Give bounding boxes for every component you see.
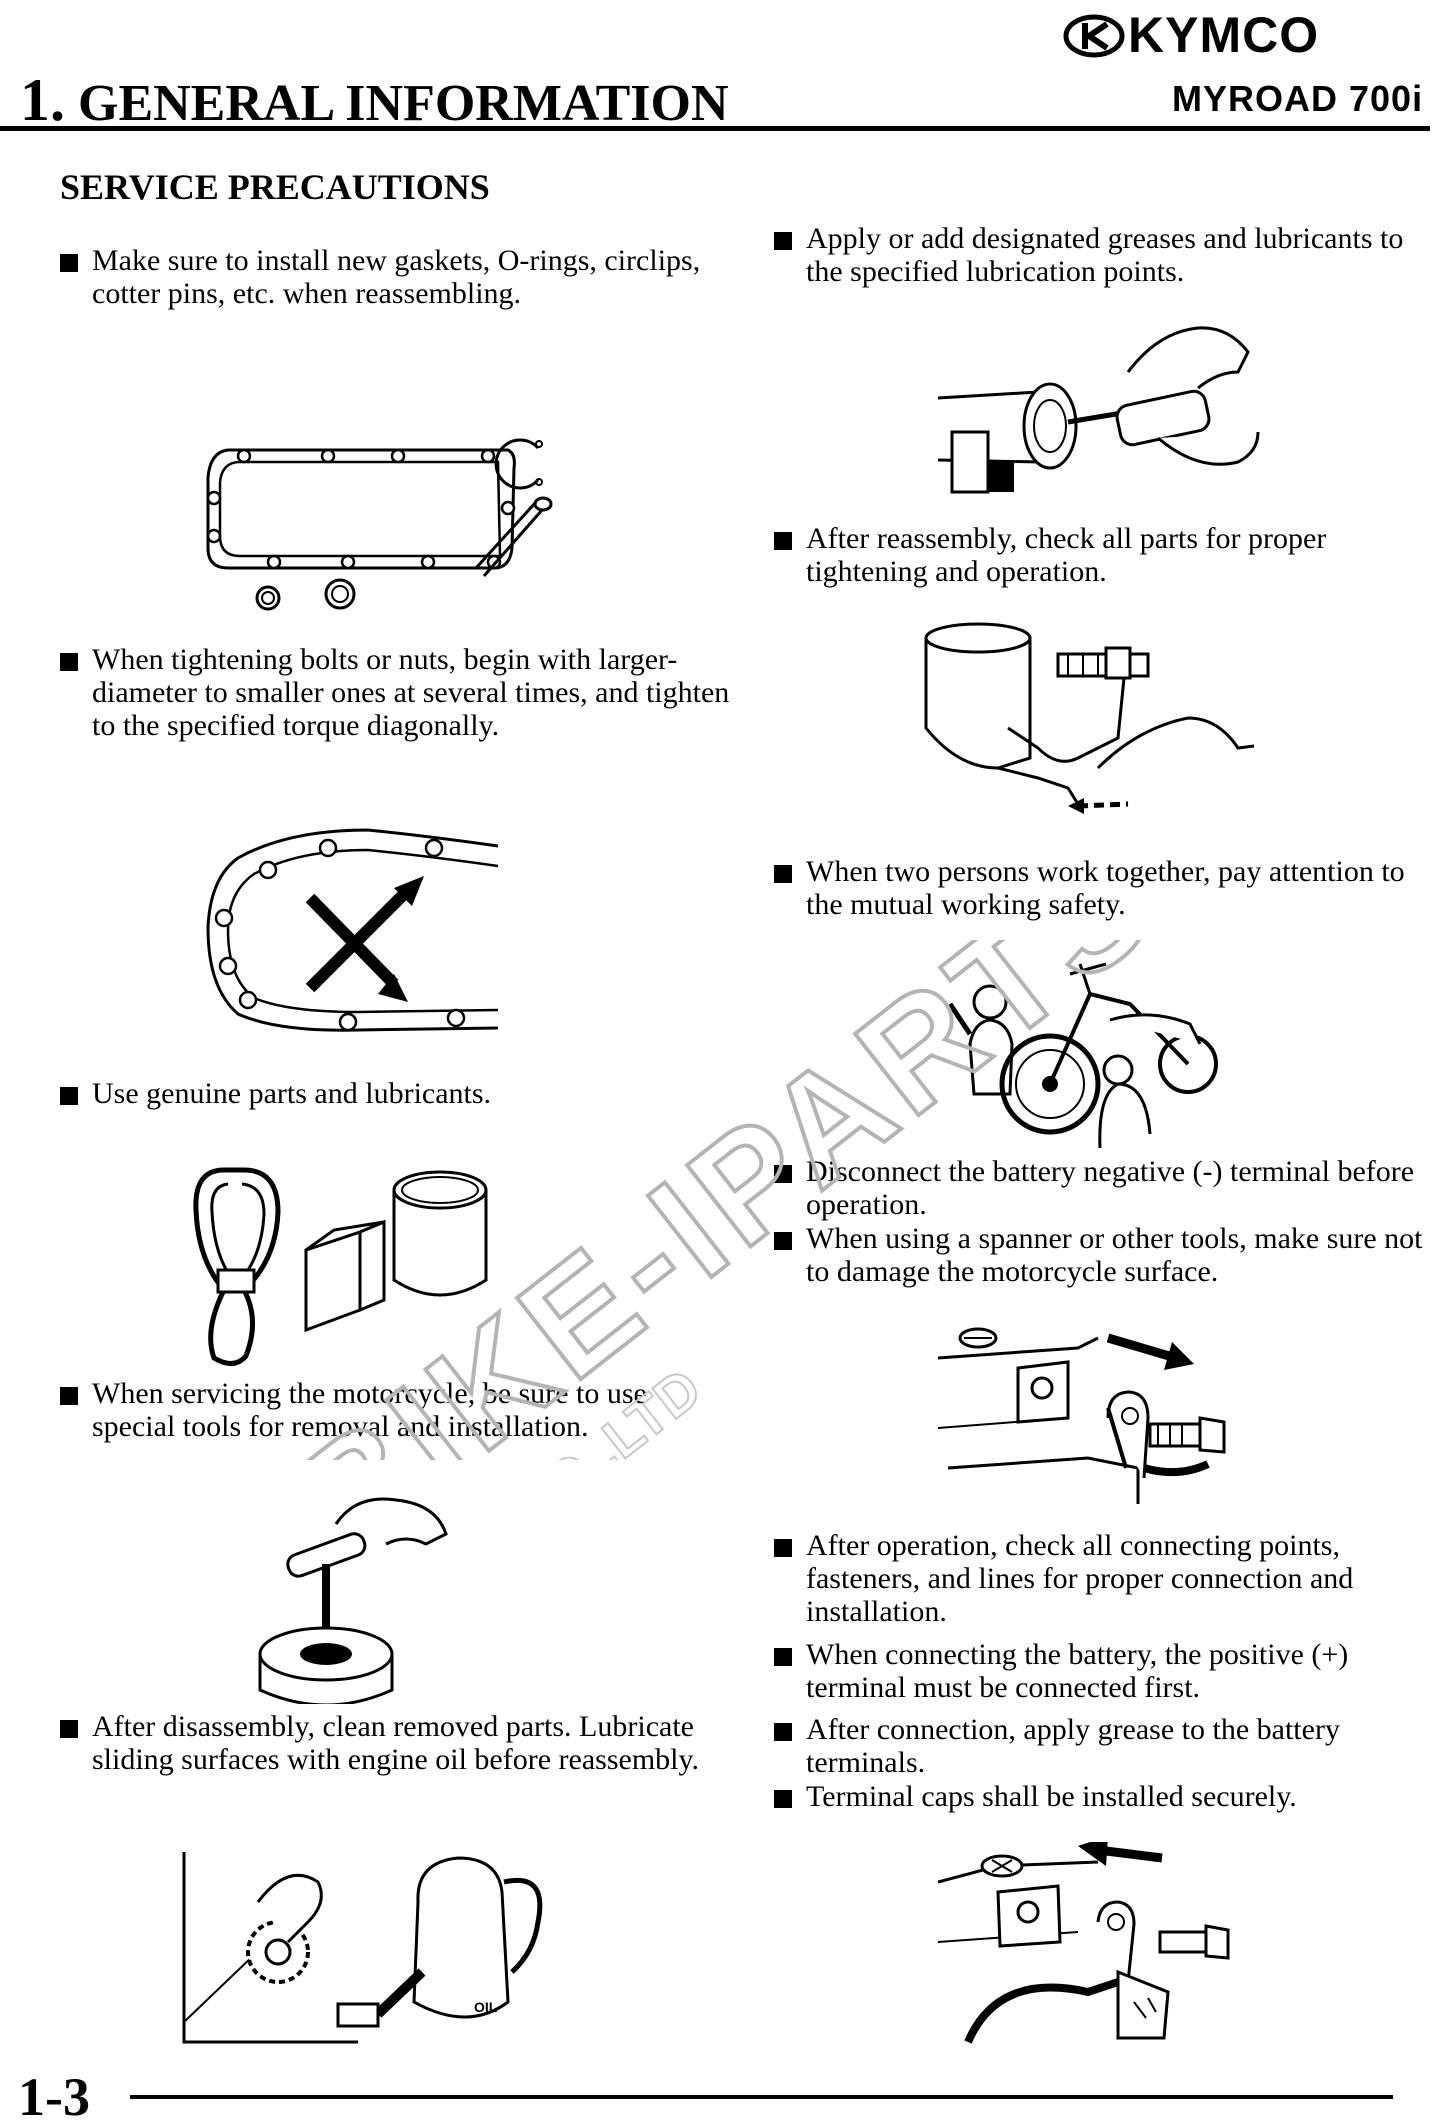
right-item-8: After connection, apply grease to the ba… [774, 1713, 1436, 1779]
square-bullet-icon [60, 1087, 78, 1105]
item-text: After operation, check all connecting po… [806, 1529, 1354, 1628]
right-item-3: When two persons work together, pay atte… [774, 855, 1436, 921]
right-item-6: After operation, check all connecting po… [774, 1529, 1436, 1628]
square-bullet-icon [774, 1790, 792, 1808]
square-bullet-icon [60, 1720, 78, 1738]
square-bullet-icon [774, 1723, 792, 1741]
watermark: BIKE-IPARTS CO.,LTD [264, 940, 1187, 1460]
right-item-1: Apply or add designated greases and lubr… [774, 222, 1436, 288]
page-number: 1-3 [18, 2067, 90, 2127]
item-text: Make sure to install new gaskets, O-ring… [92, 244, 701, 310]
special-tool-figure [258, 1497, 448, 1704]
item-text: When tightening bolts or nuts, begin wit… [92, 643, 730, 742]
model-name: MYROAD 700i [1172, 78, 1424, 119]
item-text: After disassembly, clean removed parts. … [92, 1710, 700, 1776]
item-text: When two persons work together, pay atte… [806, 855, 1405, 921]
right-item-2: After reassembly, check all parts for pr… [774, 522, 1436, 588]
item-text: Terminal caps shall be installed securel… [806, 1780, 1297, 1813]
header-rule [0, 126, 1430, 131]
item-text: When connecting the battery, the positiv… [806, 1638, 1349, 1704]
left-item-4: When servicing the motorcycle, be sure t… [60, 1377, 732, 1443]
item-text: When servicing the motorcycle, be sure t… [92, 1377, 647, 1443]
right-item-9: Terminal caps shall be installed securel… [774, 1780, 1436, 1813]
item-text: Apply or add designated greases and lubr… [806, 222, 1404, 288]
square-bullet-icon [774, 865, 792, 883]
left-item-3: Use genuine parts and lubricants. [60, 1077, 732, 1110]
square-bullet-icon [774, 532, 792, 550]
chapter-title-text: GENERAL INFORMATION [78, 75, 729, 132]
cleaning-lubricating-figure: OIL [182, 1852, 543, 2044]
right-item-5: When using a spanner or other tools, mak… [774, 1222, 1436, 1288]
square-bullet-icon [60, 254, 78, 272]
item-text: After connection, apply grease to the ba… [806, 1713, 1340, 1779]
square-bullet-icon [60, 1387, 78, 1405]
square-bullet-icon [774, 232, 792, 250]
tightening-check-figure [924, 622, 1255, 814]
right-item-7: When connecting the battery, the positiv… [774, 1638, 1436, 1704]
left-item-5: After disassembly, clean removed parts. … [60, 1710, 732, 1776]
square-bullet-icon [774, 1539, 792, 1557]
square-bullet-icon [60, 653, 78, 671]
battery-connect-figure [938, 1842, 1230, 2044]
footer-rule [130, 2095, 1393, 2099]
chapter-title: 1. GENERAL INFORMATION [20, 66, 729, 135]
right-item-4: Disconnect the battery negative (-) term… [774, 1155, 1436, 1221]
item-text: After reassembly, check all parts for pr… [806, 522, 1327, 588]
square-bullet-icon [774, 1232, 792, 1250]
chapter-number: 1. [20, 67, 65, 133]
kymco-logo-icon [1063, 14, 1125, 58]
watermark-text: BIKE-IPARTS [266, 940, 1185, 1460]
brand-name: KYMCO [1128, 7, 1320, 63]
gasket-oring-circlip-figure [206, 438, 553, 611]
item-text: Use genuine parts and lubricants. [92, 1077, 492, 1110]
two-person-safety-figure [947, 962, 1218, 1148]
oil-can-label: OIL [474, 1999, 498, 2015]
lubrication-figure [938, 326, 1260, 494]
square-bullet-icon [774, 1165, 792, 1183]
item-text: When using a spanner or other tools, mak… [806, 1222, 1423, 1288]
genuine-parts-figure [193, 1167, 488, 1366]
left-item-1: Make sure to install new gaskets, O-ring… [60, 244, 732, 310]
left-item-2: When tightening bolts or nuts, begin wit… [60, 643, 732, 742]
battery-disconnect-figure [938, 1327, 1226, 1504]
diagonal-tightening-figure [206, 828, 499, 1032]
section-title: SERVICE PRECAUTIONS [60, 167, 490, 207]
square-bullet-icon [774, 1648, 792, 1666]
item-text: Disconnect the battery negative (-) term… [806, 1155, 1415, 1221]
